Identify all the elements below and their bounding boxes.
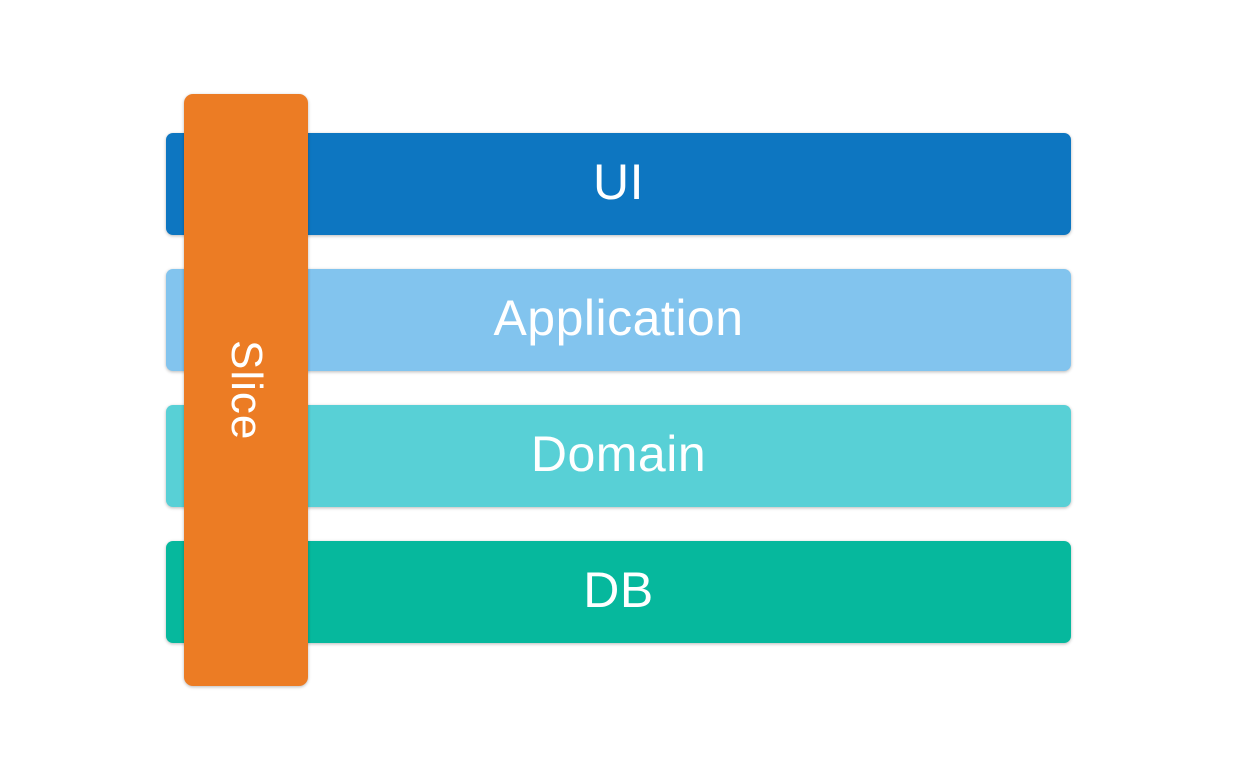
layer-bar-db: DB: [166, 541, 1071, 643]
slice-bar: Slice: [184, 94, 308, 686]
layer-label-application: Application: [493, 290, 744, 346]
layer-bar-domain: Domain: [166, 405, 1071, 507]
slice-label: Slice: [222, 339, 271, 441]
layer-label-domain: Domain: [530, 426, 707, 482]
layer-label-db: DB: [583, 562, 654, 618]
layer-label-ui: UI: [593, 154, 644, 210]
layer-bar-ui: UI: [166, 133, 1071, 235]
layer-bar-application: Application: [166, 269, 1071, 371]
